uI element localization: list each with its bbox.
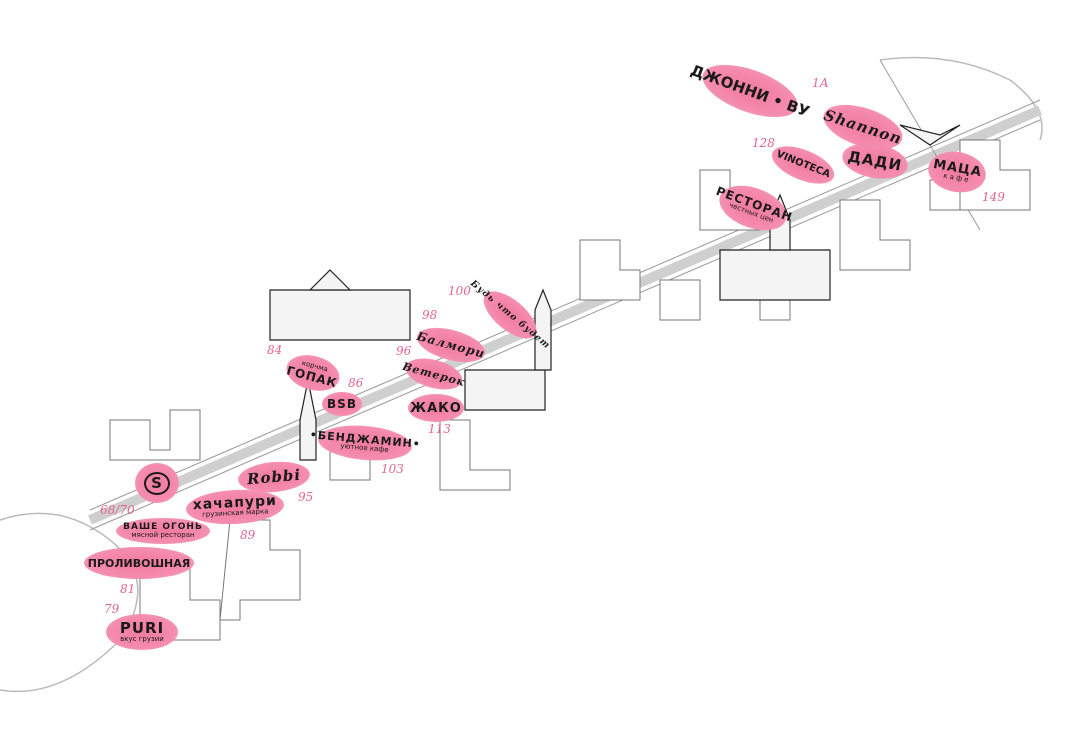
venue-bsb[interactable]: BSB	[322, 392, 362, 416]
house-number: 96	[396, 344, 412, 358]
roundabout	[0, 512, 139, 693]
house-number: 68/70	[100, 503, 135, 517]
venue-prolivoshnaya[interactable]: ПРОЛИВОШНАЯ	[84, 547, 194, 579]
venue-s[interactable]: S	[135, 463, 179, 503]
house-number: 103	[381, 462, 404, 476]
venue-subtitle: мясной ресторан	[131, 530, 195, 539]
venue-label: ВАШЕ ОГОНЬ	[123, 521, 203, 532]
house-number: 81	[120, 582, 136, 596]
venue-label: Robbi	[246, 465, 302, 488]
house-number: 84	[267, 343, 283, 357]
venue-subtitle: вкус грузии	[120, 634, 164, 643]
city-blocks	[109, 139, 1031, 641]
house-number: 95	[298, 490, 314, 504]
venue-subtitle: грузинская марка	[201, 507, 269, 519]
house-number: 149	[982, 190, 1005, 204]
house-number: 86	[348, 376, 364, 390]
venue-label: S	[144, 471, 170, 495]
house-number: 100	[448, 284, 471, 298]
venue-label: ДАДИ	[846, 146, 904, 175]
venue-label: ЖАКО	[410, 400, 462, 416]
house-number: 128	[752, 136, 775, 150]
house-number: 79	[104, 602, 120, 616]
house-number: 1А	[812, 76, 829, 90]
square-outline	[879, 56, 1043, 141]
venue-zhako[interactable]: ЖАКО	[408, 394, 464, 422]
house-number: 98	[422, 308, 438, 322]
house-number: 113	[428, 422, 451, 436]
venue-label: ПРОЛИВОШНАЯ	[87, 556, 191, 570]
venue-label: PURI	[119, 618, 165, 637]
venue-label: BSB	[327, 397, 357, 411]
house-number: 89	[240, 528, 256, 542]
